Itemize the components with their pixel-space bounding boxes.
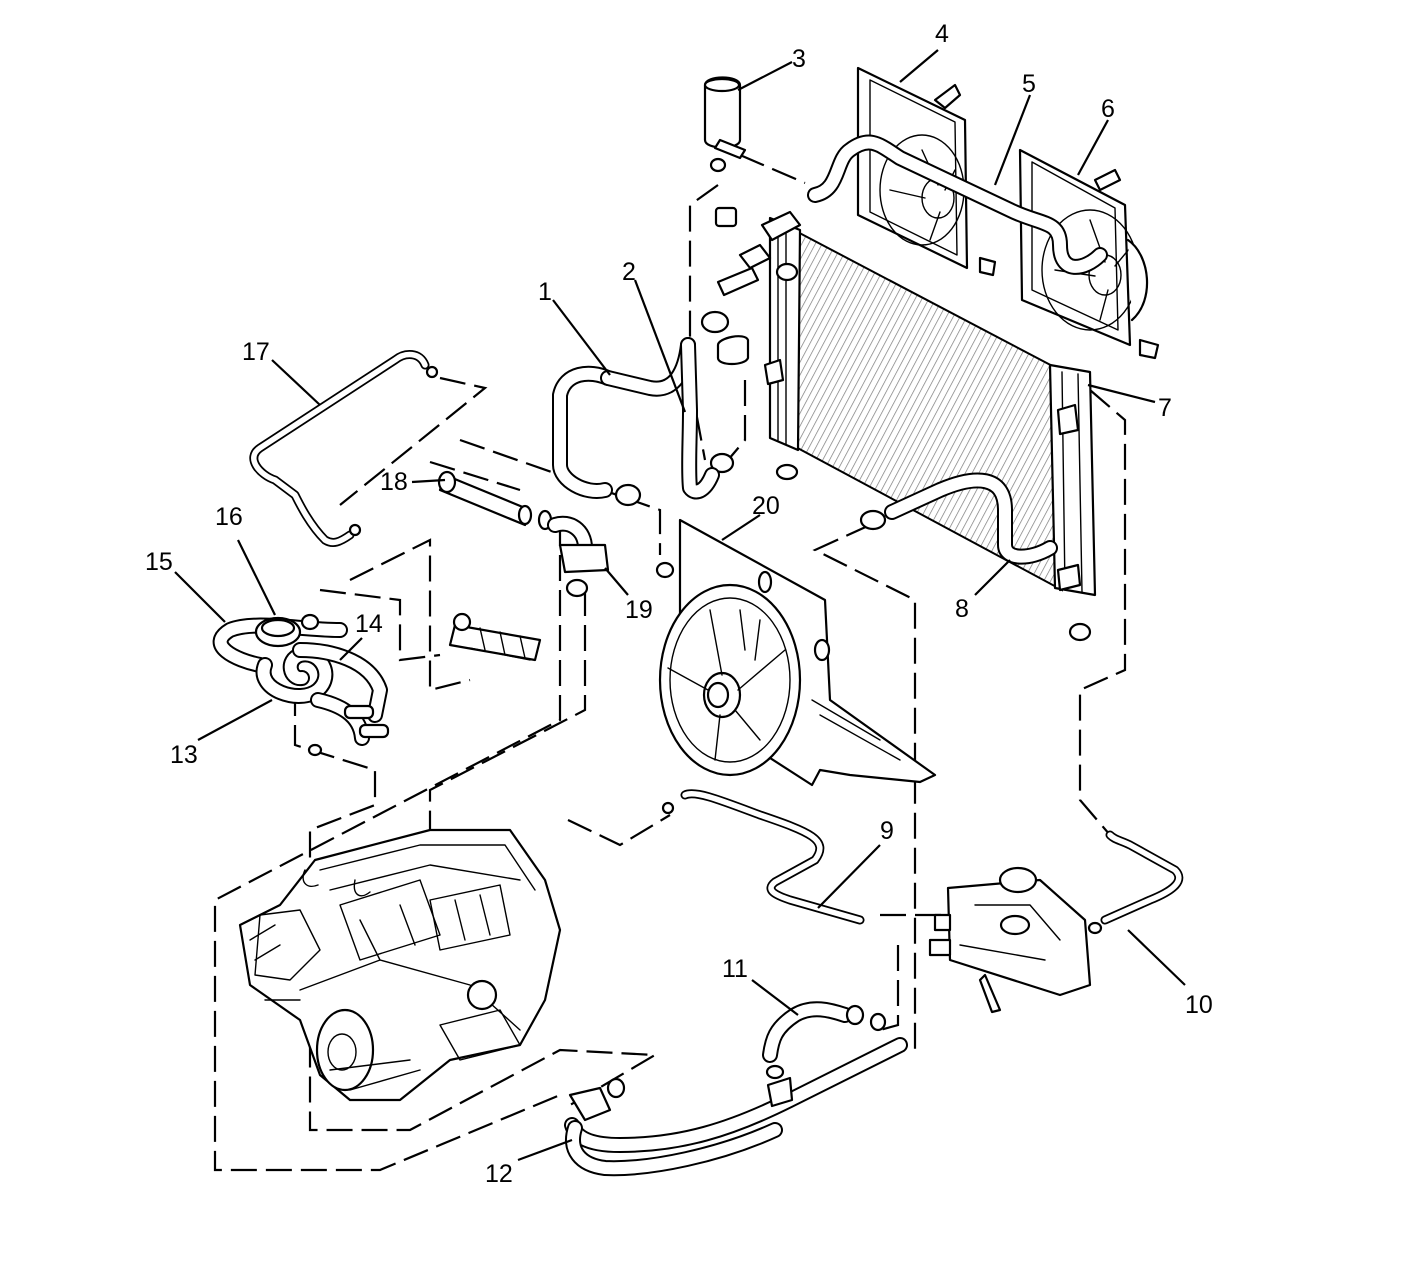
coolant-outlet-housing <box>547 515 610 598</box>
surge-tank-vent-hose <box>1087 830 1184 935</box>
engine-cooling-fan <box>655 518 937 787</box>
fan-harness-tube <box>807 134 1108 275</box>
callout-11: 11 <box>722 955 748 983</box>
callout-12: 12 <box>485 1160 513 1188</box>
callout-4: 4 <box>935 20 949 48</box>
callout-7: 7 <box>1158 394 1172 422</box>
callout-2: 2 <box>622 258 636 286</box>
engine-inlet-hose <box>564 1037 908 1177</box>
lower-fan-shroud <box>1018 148 1160 360</box>
overflow-hose <box>661 789 865 925</box>
radiator-cap <box>703 76 747 228</box>
radiator <box>760 210 1097 642</box>
callout-17: 17 <box>242 338 270 366</box>
coolant-pipe <box>437 470 553 531</box>
engine-assembly <box>238 828 562 1102</box>
coolant-surge-tank <box>928 866 1092 1014</box>
callout-14: 14 <box>355 610 383 638</box>
coolant-heater-connector <box>448 612 542 662</box>
bypass-hose <box>680 337 720 500</box>
callout-8: 8 <box>955 595 969 623</box>
callout-13: 13 <box>170 741 198 769</box>
degas-hose <box>249 350 439 547</box>
callout-5: 5 <box>1022 70 1036 98</box>
callout-numbers: 1 2 3 4 5 6 7 8 9 10 11 12 13 14 15 16 1… <box>145 20 1213 1188</box>
callout-18: 18 <box>380 468 408 496</box>
heater-hose-assembly <box>212 613 390 757</box>
callout-1: 1 <box>538 278 552 306</box>
callout-9: 9 <box>880 817 894 845</box>
callout-15: 15 <box>145 548 173 576</box>
callout-3: 3 <box>792 45 806 73</box>
callout-10: 10 <box>1185 991 1213 1019</box>
callout-19: 19 <box>625 596 653 624</box>
lower-bypass-hose <box>762 1001 887 1080</box>
callout-6: 6 <box>1101 95 1115 123</box>
callout-20: 20 <box>752 492 780 520</box>
callout-leaders <box>174 49 1186 1162</box>
callout-16: 16 <box>215 503 243 531</box>
thermostat-housing-parts <box>700 243 772 474</box>
lower-radiator-hose <box>859 472 1058 565</box>
